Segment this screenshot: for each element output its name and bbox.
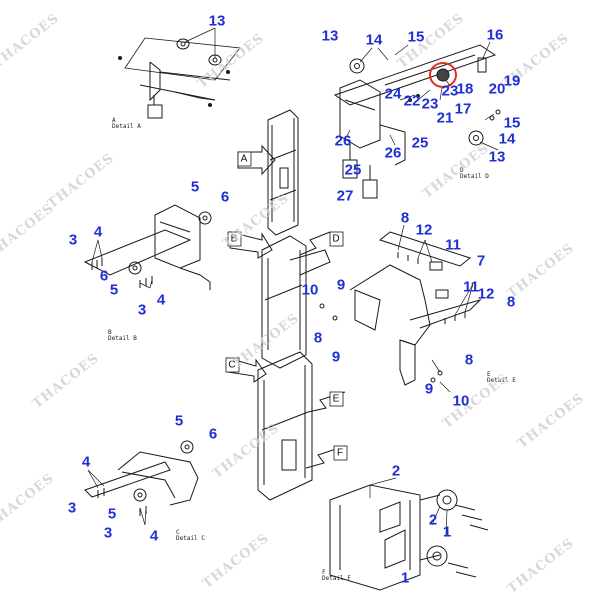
callout-13: 13 [488,148,506,166]
callout-3: 3 [103,524,113,542]
callout-14: 14 [365,31,383,49]
callout-3: 3 [137,301,147,319]
callout-22: 22 [403,92,421,110]
callout-25: 25 [411,134,429,152]
detail-d-drawing [333,44,501,199]
callout-20: 20 [488,80,506,98]
callout-6: 6 [99,267,109,285]
callout-11: 11 [445,236,461,254]
callout-8: 8 [313,329,323,347]
callout-13: 13 [321,27,339,45]
callout-5: 5 [174,412,184,430]
callout-9: 9 [336,276,346,294]
detail-e-drawing [319,231,482,386]
callout-4: 4 [156,291,166,309]
callout-5: 5 [107,505,117,523]
mast-lower [257,351,313,501]
callout-23: 23 [421,95,439,113]
mast-middle [261,235,331,369]
view-marker-d: D [332,233,340,245]
mast-upper [267,109,299,236]
callout-4: 4 [93,223,103,241]
callout-6: 6 [220,188,230,206]
callout-11: 11 [463,278,479,296]
callout-24: 24 [384,85,402,103]
callout-10: 10 [452,392,470,410]
highlighted-part-ring [429,62,457,88]
callout-12: 12 [415,221,433,239]
callout-9: 9 [424,380,434,398]
detail-a-drawing [118,37,241,119]
callout-7: 7 [476,252,486,270]
callout-21: 21 [436,109,454,127]
callout-1: 1 [400,569,410,587]
callout-4: 4 [149,527,159,545]
view-arrows [227,144,346,469]
callout-19: 19 [503,72,521,90]
callout-8: 8 [506,293,516,311]
view-marker-a: A [240,153,248,165]
callout-27: 27 [336,187,354,205]
callout-13: 13 [208,12,226,30]
callout-10: 10 [301,281,319,299]
callout-3: 3 [67,499,77,517]
callout-2: 2 [428,511,438,529]
view-marker-f: F [336,447,344,459]
callout-25: 25 [344,161,362,179]
callout-2: 2 [391,462,401,480]
callout-8: 8 [464,351,474,369]
callout-14: 14 [498,130,516,148]
detail-c-drawing [84,440,199,516]
callout-16: 16 [486,26,504,44]
callout-8: 8 [400,209,410,227]
callout-15: 15 [503,114,521,132]
callout-3: 3 [68,231,78,249]
callout-15: 15 [407,28,425,46]
view-marker-b: B [230,233,238,245]
callout-9: 9 [331,348,341,366]
leader-lines [87,27,499,536]
callout-4: 4 [81,453,91,471]
view-marker-c: C [228,359,236,371]
callout-26: 26 [384,144,402,162]
callout-5: 5 [109,281,119,299]
callout-1: 1 [442,523,452,541]
callout-6: 6 [208,425,218,443]
callout-23: 23 [441,82,459,100]
callout-26: 26 [334,132,352,150]
callout-12: 12 [477,285,495,303]
callout-5: 5 [190,178,200,196]
view-marker-boxes [225,151,348,461]
view-marker-e: E [332,393,340,405]
callout-17: 17 [454,100,472,118]
callout-18: 18 [456,80,474,98]
